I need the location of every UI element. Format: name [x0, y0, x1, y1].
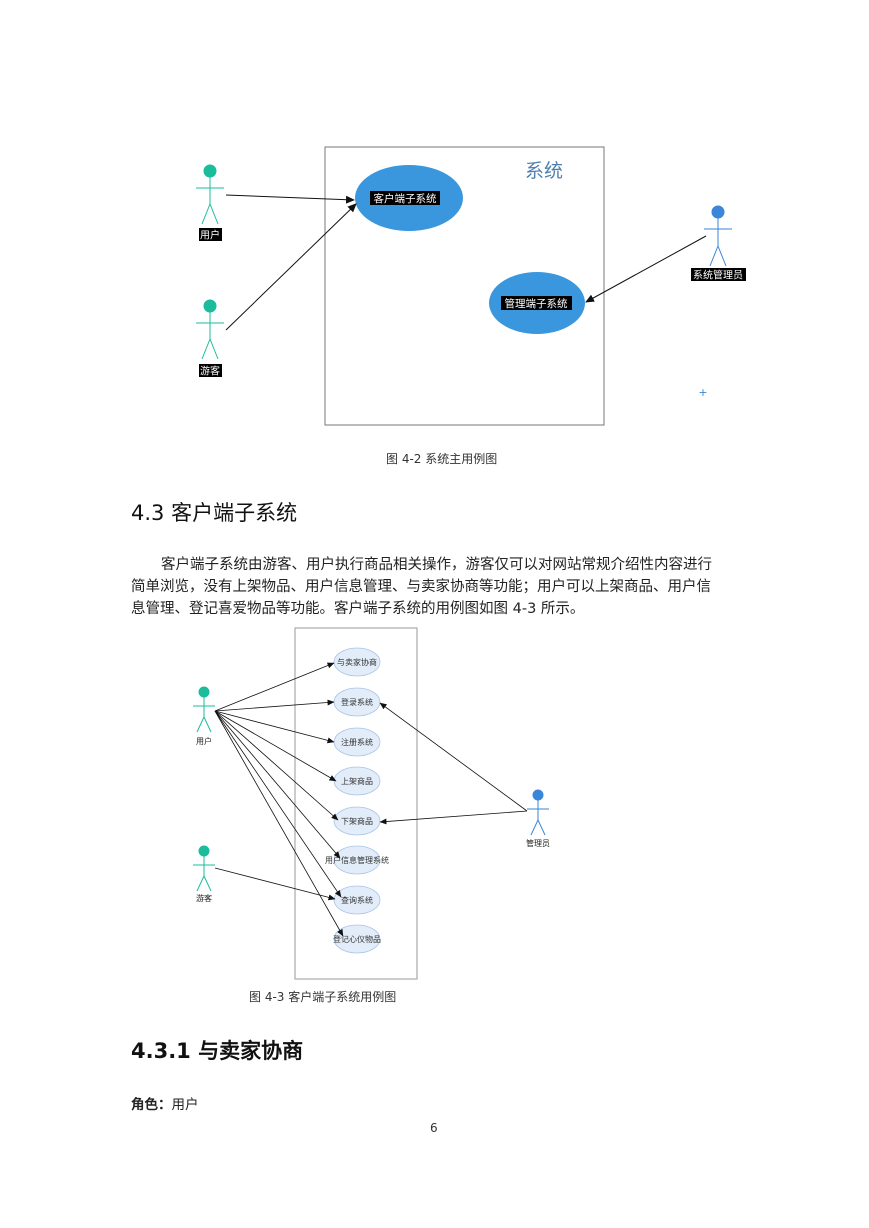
role-value: 用户 [171, 1097, 199, 1113]
fig2-actor-admin-label: 管理员 [526, 838, 550, 848]
section-4-3-heading: 4.3 客户端子系统 [131, 501, 298, 525]
plus-mark: + [698, 386, 707, 399]
fig2-actor-user-label: 用户 [196, 736, 212, 746]
svg-text:登录系统: 登录系统 [341, 697, 373, 707]
section-4-3-1-heading: 4.3.1 与卖家协商 [131, 1039, 304, 1063]
fig2-user-associations [214, 662, 344, 937]
svg-text:下架商品: 下架商品 [341, 816, 373, 826]
fig2-actor-guest-icon [193, 845, 215, 892]
usecase-login: 登录系统 [333, 687, 381, 717]
svg-text:用户信息管理系统: 用户信息管理系统 [325, 855, 389, 865]
section-4-3-paragraph: 客户端子系统由游客、用户执行商品相关操作，游客仅可以对网站常规介绍性内容进行 简… [131, 554, 741, 620]
role-line: 角色：用户 [131, 1093, 199, 1113]
paragraph-line-3: 息管理、登记喜爱物品等功能。客户端子系统的用例图如图 4-3 所示。 [131, 601, 585, 617]
fig2-guest-association [214, 867, 336, 901]
figure-4-2-caption: 图 4-2 系统主用例图 [386, 452, 498, 466]
fig2-actor-admin-icon [527, 789, 549, 836]
actor-guest-label: 游客 [200, 365, 220, 378]
actor-admin-label: 系统管理员 [693, 269, 743, 282]
system-label: 系统 [525, 160, 563, 182]
actor-user-icon [196, 164, 224, 225]
svg-text:登记心仪物品: 登记心仪物品 [333, 934, 381, 944]
svg-text:查询系统: 查询系统 [341, 895, 373, 905]
role-label: 角色： [131, 1097, 172, 1113]
paragraph-line-1: 客户端子系统由游客、用户执行商品相关操作，游客仅可以对网站常规介绍性内容进行 [161, 557, 712, 573]
figure-4-3-caption: 图 4-3 客户端子系统用例图 [249, 990, 397, 1004]
page-number: 6 [430, 1121, 438, 1135]
usecase-negotiate: 与卖家协商 [333, 647, 381, 677]
system-boundary [324, 146, 605, 426]
fig2-actor-guest-label: 游客 [196, 893, 212, 903]
assoc-admin-manager [585, 235, 707, 303]
usecase-register: 注册系统 [333, 727, 381, 757]
usecase-client-subsystem-label: 客户端子系统 [374, 192, 437, 205]
assoc-user-client [225, 194, 355, 204]
actor-user-label: 用户 [200, 229, 220, 242]
fig2-admin-associations [379, 702, 528, 825]
assoc-guest-client [225, 203, 357, 331]
usecase-list-item: 上架商品 [333, 766, 381, 796]
client-system-boundary [294, 627, 418, 980]
actor-admin-icon [704, 205, 732, 267]
usecase-manager-subsystem-label: 管理端子系统 [505, 297, 568, 310]
paragraph-line-2: 简单浏览，没有上架物品、用户信息管理、与卖家协商等功能；用户可以上架商品、用户信 [131, 579, 711, 595]
svg-text:上架商品: 上架商品 [341, 776, 373, 786]
svg-text:与卖家协商: 与卖家协商 [337, 657, 377, 667]
usecase-delist-item: 下架商品 [333, 806, 381, 836]
svg-text:注册系统: 注册系统 [341, 737, 373, 747]
usecase-query: 查询系统 [333, 885, 381, 915]
fig2-actor-user-icon [193, 686, 215, 733]
actor-guest-icon [196, 299, 224, 360]
figure-client-subsystem-use-case-diagram: 用户 游客 管理员 与卖家协商 登录系统 注册系统 上架商品 下架商品 [193, 627, 550, 980]
usecase-user-info-management: 用户信息管理系统 [325, 845, 389, 875]
usecase-register-favorite: 登记心仪物品 [333, 924, 381, 954]
figure-system-use-case-diagram: 系统 用户 游客 系统管理员 客户端子系统 管理端子系统 + [196, 146, 746, 426]
